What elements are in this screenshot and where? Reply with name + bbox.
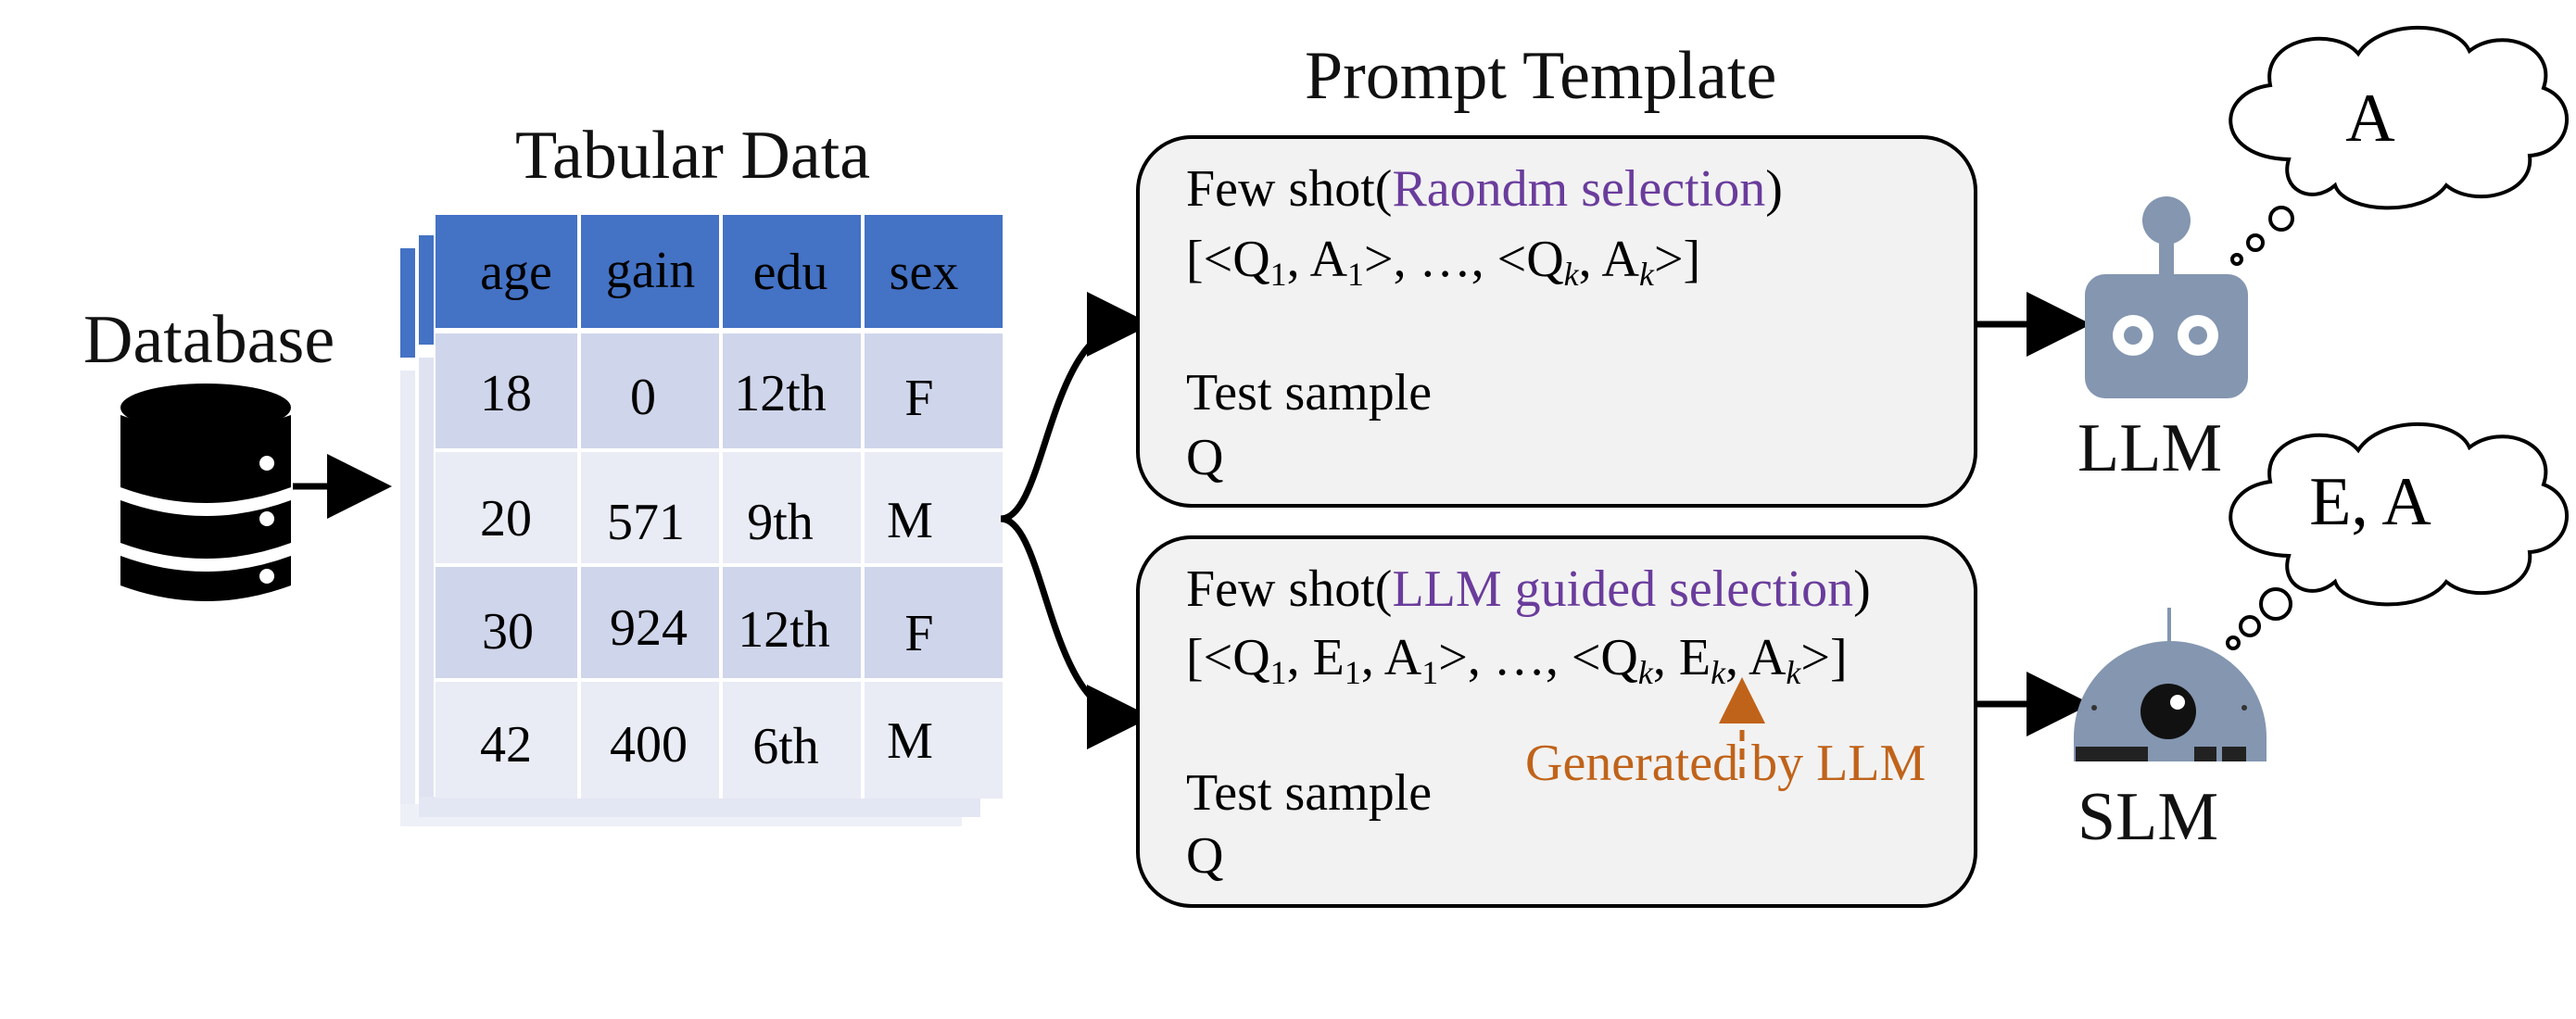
branch-arrow-random — [1000, 292, 1152, 522]
table-cell: 571 — [607, 494, 685, 551]
box2-test-value: Q — [1186, 827, 1223, 885]
table-cell: 0 — [630, 369, 656, 426]
database-icon — [120, 384, 291, 601]
table-body: 18 0 12th F 20 571 9th M 30 924 12th F 4… — [480, 365, 934, 775]
box2-example-sequence: [<Q1, E1, A1>, …, <Qk, Ek, Ak>] — [1186, 629, 1848, 691]
llm-robot-icon — [2085, 196, 2248, 398]
tabular-data-table — [436, 215, 1003, 799]
table-cell: M — [887, 712, 933, 770]
database-label: Database — [83, 302, 335, 378]
box1-few-shot-line: Few shot(Raondm selection) — [1186, 160, 1783, 218]
slm-label: SLM — [2077, 779, 2219, 855]
table-cell: 30 — [482, 603, 534, 660]
branch-arrow-guided — [1000, 515, 1152, 749]
llm-output-text: A — [2345, 81, 2394, 157]
table-cell: 12th — [734, 365, 827, 422]
box2-test-label: Test sample — [1186, 764, 1432, 822]
prompt-box-guided — [1136, 535, 1977, 908]
table-title: Tabular Data — [515, 118, 871, 194]
table-cell: 18 — [480, 365, 532, 422]
table-header-cell: edu — [753, 244, 828, 301]
table-cell: 42 — [480, 716, 532, 774]
prompt-template-title: Prompt Template — [1305, 38, 1777, 114]
llm-label: LLM — [2077, 410, 2223, 486]
table-cell: 924 — [610, 599, 688, 657]
table-cell: 9th — [747, 494, 814, 551]
slm-robot-icon — [2074, 608, 2267, 761]
table-cell: F — [904, 370, 933, 427]
llm-thought-cloud — [2229, 26, 2570, 266]
box1-example-sequence: [<Q1, A1>, …, <Qk, Ak>] — [1186, 231, 1700, 293]
box2-few-shot-line: Few shot(LLM guided selection) — [1186, 560, 1871, 618]
box1-test-label: Test sample — [1186, 364, 1432, 421]
table-stack — [400, 235, 980, 826]
table-header-row: age gain edu sex — [480, 242, 958, 301]
table-header-cell: gain — [606, 242, 695, 299]
box1-test-value: Q — [1186, 429, 1223, 486]
table-cell: F — [904, 605, 933, 662]
table-cell: 400 — [610, 716, 688, 774]
table-header-cell: sex — [890, 244, 959, 301]
table-header-cell: age — [480, 244, 552, 301]
table-cell: 6th — [752, 718, 819, 775]
slm-thought-cloud — [2226, 422, 2570, 650]
table-cell: 12th — [738, 601, 830, 659]
table-cell: M — [887, 492, 933, 549]
slm-output-text: E, A — [2309, 464, 2431, 540]
generated-by-llm-note: Generated by LLM — [1525, 735, 1926, 792]
table-cell: 20 — [480, 490, 532, 547]
